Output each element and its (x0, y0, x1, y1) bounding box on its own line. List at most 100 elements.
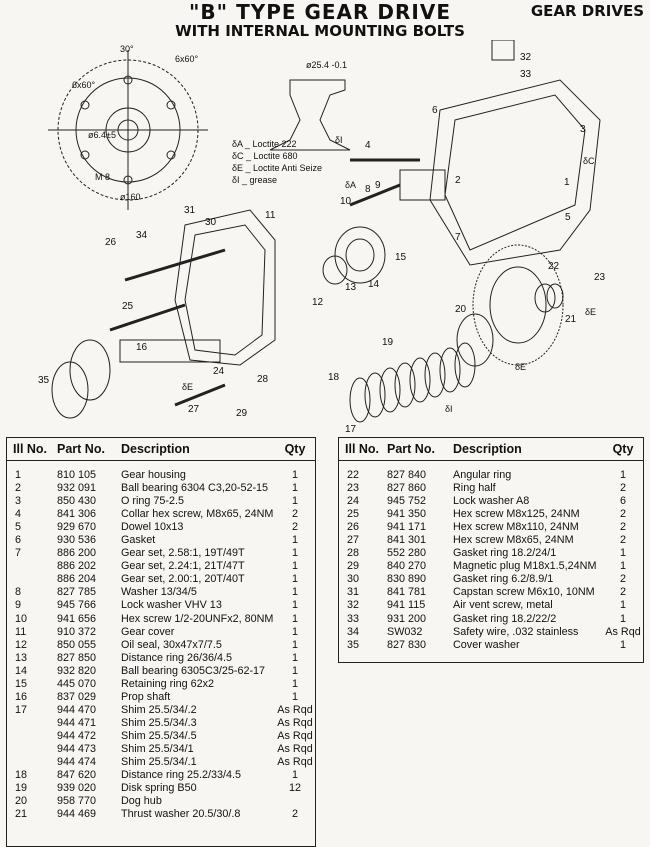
description-cell: O ring 75-2.5 (121, 495, 185, 508)
gear-cover (174, 209, 276, 366)
part-no-cell: 941 171 (387, 521, 427, 534)
qty-cell: 1 (291, 651, 298, 664)
qty-cell: 1 (291, 664, 298, 677)
ill-no-cell: 35 (347, 638, 360, 651)
qty-cell: 12 (288, 782, 301, 795)
svg-text:11: 11 (265, 210, 276, 221)
qty-cell: As Rqd (277, 742, 313, 755)
qty-cell: 1 (619, 638, 626, 651)
gear-housing (429, 79, 601, 266)
ill-no-cell: 2 (15, 482, 22, 495)
ill-no-cell (7, 743, 51, 756)
svg-text:1: 1 (564, 177, 570, 188)
ill-no-cell: 4 (15, 508, 22, 521)
description-cell: Gear set, 2.24:1, 21T/47T (121, 560, 245, 573)
description-cell: Hex screw M8x110, 24NM (453, 521, 579, 534)
svg-text:δE: δE (515, 362, 526, 372)
disk-spring-stack (349, 342, 476, 423)
ill-no-cell: 6 (15, 534, 22, 547)
svg-text:2: 2 (455, 175, 461, 186)
qty-cell: 1 (291, 599, 298, 612)
part-no-cell: 932 091 (57, 482, 97, 495)
svg-text:6x60°: 6x60° (72, 80, 96, 90)
ill-no-cell: 16 (15, 690, 28, 703)
description-cell: Retaining ring 62x2 (121, 677, 215, 690)
qty-cell: 1 (619, 547, 626, 560)
ill-no-cell: 26 (347, 521, 360, 534)
part-no-cell: 941 656 (57, 612, 97, 625)
qty-cell: 1 (291, 469, 298, 481)
svg-text:δI: δI (445, 404, 453, 414)
svg-text:δE: δE (182, 382, 193, 392)
col-qty: Qty (284, 442, 306, 456)
description-cell: Distance ring 25.2/33/4.5 (121, 769, 242, 782)
description-cell: Shim 25.5/34/.5 (121, 729, 197, 742)
svg-text:22: 22 (548, 261, 560, 272)
ill-no-cell: 10 (15, 612, 28, 625)
part-no-cell: 944 473 (57, 742, 97, 755)
svg-text:21: 21 (565, 314, 577, 325)
svg-text:30: 30 (205, 217, 217, 228)
page-subtitle: WITH INTERNAL MOUNTING BOLTS (175, 22, 465, 40)
svg-text:δC: δC (583, 156, 595, 166)
svg-text:ø25.4 -0.1: ø25.4 -0.1 (306, 60, 347, 70)
qty-cell: 2 (291, 808, 298, 821)
svg-text:29: 29 (236, 408, 248, 419)
qty-cell: 6 (619, 495, 626, 508)
ill-no-cell (7, 560, 51, 573)
qty-cell: 1 (619, 560, 626, 573)
svg-text:18: 18 (328, 372, 340, 383)
part-no-cell: 841 301 (387, 534, 427, 547)
loctite-legend: δA _ Loctite 222 δC _ Loctite 680 δE _ L… (232, 138, 322, 186)
qty-cell: 1 (291, 495, 298, 508)
ill-no-cell (7, 730, 51, 743)
part-no-cell: 941 350 (387, 508, 427, 521)
qty-cell: As Rqd (277, 729, 313, 742)
qty-cell: 2 (619, 508, 626, 521)
part-no-cell: 945 752 (387, 495, 427, 508)
ill-no-cell: 9 (15, 599, 22, 612)
qty-cell: 1 (291, 677, 298, 690)
description-cell: Oil seal, 30x47x7/7.5 (121, 638, 222, 651)
part-no-cell: 944 470 (57, 703, 97, 716)
part-no-cell: 945 766 (57, 599, 97, 612)
description-cell: Angular ring (453, 469, 512, 481)
description-cell: Safety wire, .032 stainless (453, 625, 579, 638)
pinion (399, 169, 446, 201)
part-no-cell: 941 115 (387, 599, 426, 612)
svg-text:δA: δA (345, 180, 356, 190)
description-cell: Cover washer (453, 638, 520, 651)
svg-text:6: 6 (432, 105, 438, 116)
description-cell: Collar hex screw, M8x65, 24NM (121, 508, 274, 521)
description-cell: Hex screw M8x65, 24NM (453, 534, 574, 547)
ill-no-cell: 22 (347, 469, 360, 481)
part-no-cell: 827 830 (387, 638, 427, 651)
ill-no-cell: 7 (15, 547, 22, 560)
qty-cell: 1 (291, 534, 298, 547)
qty-cell: 2 (291, 508, 298, 521)
ill-no-cell: 20 (15, 795, 28, 808)
qty-cell: 2 (291, 521, 298, 534)
description-cell: Disk spring B50 (121, 782, 197, 795)
qty-cell: 1 (291, 769, 298, 782)
large-gear (472, 244, 564, 366)
description-cell: Shim 25.5/34/.2 (121, 703, 197, 716)
svg-text:14: 14 (368, 279, 380, 290)
col-ill-no: Ill No. (13, 442, 48, 456)
qty-cell: 1 (291, 482, 298, 495)
ill-no-cell: 8 (15, 586, 22, 599)
description-cell: Dowel 10x13 (121, 521, 184, 534)
qty-cell (275, 795, 315, 808)
